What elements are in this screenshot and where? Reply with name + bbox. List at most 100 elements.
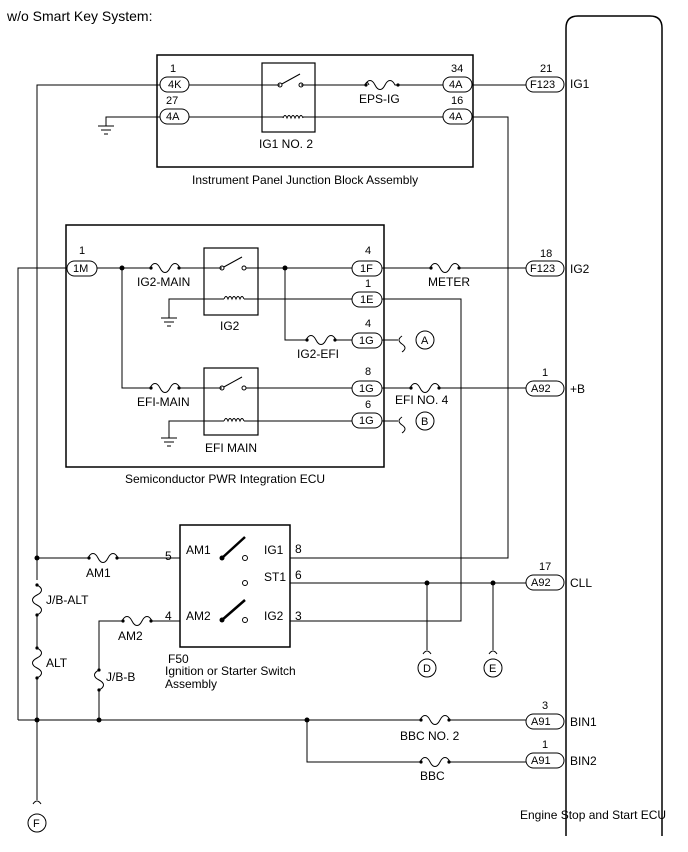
- bbc-label: BBC: [420, 769, 445, 783]
- jb-pin-16-num: 16: [451, 95, 463, 107]
- jb-pin-4a-27-code: 4A: [166, 111, 180, 123]
- conn-17-num: 17: [539, 561, 551, 573]
- alt-label: ALT: [46, 656, 68, 670]
- sw-name-2: Assembly: [165, 677, 217, 691]
- sw-ig2-label: IG2: [264, 609, 284, 623]
- ig2-main-fuse: [149, 263, 181, 273]
- ref-f-circle: [27, 813, 47, 833]
- pwr-pin-1f-code: 1F: [360, 263, 373, 275]
- diagram-title: w/o Smart Key System:: [6, 8, 152, 24]
- ig2-contact: [221, 256, 243, 269]
- pwr-pin-1e-code: 1E: [360, 294, 373, 306]
- ref-b-circle: [415, 411, 435, 431]
- ig2-switch-wire: [290, 298, 462, 622]
- pwr-ecu-label: Semiconductor PWR Integration ECU: [125, 472, 325, 486]
- sw-st1-label: ST1: [264, 570, 286, 584]
- alt-fuse: [32, 647, 42, 679]
- pwr-pin-1g8-num: 8: [365, 366, 371, 378]
- pwr-pin-1m-code: 1M: [73, 263, 88, 275]
- conn-1-num: 1: [542, 367, 548, 379]
- efi-ground-icon: [161, 437, 177, 447]
- ig1-no2-label: IG1 NO. 2: [259, 137, 313, 151]
- sw-pin-5: 5: [165, 549, 172, 563]
- conn-ig1-signal: IG1: [570, 77, 590, 91]
- jb-pin-4k-code: 4K: [168, 79, 182, 91]
- conn-bin2-signal: BIN2: [570, 754, 597, 768]
- am1-label: AM1: [86, 566, 111, 580]
- ecu-box: [565, 15, 663, 836]
- conn-a92b-code: A92: [531, 577, 551, 589]
- sw-am1-label: AM1: [186, 543, 211, 557]
- meter-fuse: [429, 263, 461, 273]
- jb-alt-fuse: [32, 584, 42, 616]
- am2-label: AM2: [118, 629, 143, 643]
- efi-main-contact: [221, 376, 243, 389]
- ig2-relay-label: IG2: [220, 319, 240, 333]
- jb-b-fuse: [94, 669, 104, 691]
- conn-3-num: 3: [542, 700, 548, 712]
- conn-f123-code: F123: [530, 79, 555, 91]
- pwr-pin-1f-num: 4: [365, 245, 371, 257]
- ig1-no2-contact: [279, 73, 301, 86]
- connector-a91-bin2: 1 A91 BIN2: [525, 739, 597, 769]
- pwr-ecu-box: [65, 224, 385, 468]
- sw-name-1: Ignition or Starter Switch: [165, 664, 296, 678]
- ref-f-label: F: [33, 818, 40, 830]
- ref-e-label: E: [489, 663, 496, 675]
- jb-alt-label: J/B-ALT: [46, 593, 89, 607]
- ref-b-label: B: [421, 416, 428, 428]
- left-bus-top: [36, 84, 160, 580]
- ref-e-circle: [483, 658, 503, 678]
- sw-am2-label: AM2: [186, 609, 211, 623]
- conn-cll-signal: CLL: [570, 576, 592, 590]
- jb-pin-34-num: 34: [451, 63, 463, 75]
- bbc-fuse: [419, 757, 451, 767]
- jb-pin-1-num: 1: [170, 63, 176, 75]
- ig1-no2-coil: [282, 115, 304, 120]
- connector-a92-b: 1 A92 +B: [525, 367, 585, 397]
- connector-a92-cll: 17 A92 CLL: [525, 561, 592, 591]
- ig2-relay: [203, 247, 259, 316]
- conn-f123b-code: F123: [530, 263, 555, 275]
- conn-21-num: 21: [540, 63, 552, 75]
- pwr-pin-1g8-code: 1G: [359, 383, 374, 395]
- sw-am2-contact: [221, 599, 246, 621]
- efi-main-fuse: [149, 383, 181, 393]
- bbc-no2-label: BBC NO. 2: [400, 729, 460, 743]
- sw-pin-8: 8: [295, 542, 302, 556]
- conn-a91b-code: A91: [531, 755, 551, 767]
- eps-ig-fuse: [364, 80, 399, 90]
- efi-main-relay: [203, 367, 259, 436]
- left-bus-outer: [17, 267, 67, 720]
- jb-ground-icon: [98, 125, 114, 135]
- ig2-efi-label: IG2-EFI: [297, 347, 339, 361]
- conn-a91-code: A91: [531, 716, 551, 728]
- pwr-pin-1m-num: 1: [79, 245, 85, 257]
- efi-no4-fuse: [409, 383, 441, 393]
- jb-pin-4a-16-code: 4A: [449, 111, 463, 123]
- ref-a-label: A: [421, 335, 429, 347]
- sw-am1-contact: [221, 536, 246, 559]
- pwr-pin-1g4-num: 4: [365, 318, 371, 330]
- efi-no4-label: EFI NO. 4: [395, 393, 449, 407]
- eps-ig-label: EPS-IG: [359, 92, 400, 106]
- bbc-no2-fuse: [419, 715, 451, 725]
- connector-f123-ig1: 21 F123 IG1: [525, 63, 590, 93]
- ig2-ground-icon: [161, 317, 177, 327]
- jb-pin-27-num: 27: [166, 95, 178, 107]
- sw-ig1-label: IG1: [264, 543, 284, 557]
- ig1-no2-relay: [261, 62, 316, 133]
- pwr-pin-1g4-code: 1G: [359, 335, 374, 347]
- conn-1b-num: 1: [542, 739, 548, 751]
- junction-block-label: Instrument Panel Junction Block Assembly: [192, 173, 418, 187]
- pwr-pin-1e-num: 1: [365, 278, 371, 290]
- am2-fuse: [121, 616, 153, 626]
- jb-ground-wire: [105, 116, 160, 126]
- ignition-switch-box: [179, 524, 291, 648]
- ref-d-circle: [417, 658, 437, 678]
- ig2-main-label: IG2-MAIN: [137, 275, 190, 289]
- ig1-return-wire: [290, 116, 509, 559]
- jb-pin-4a-34-code: 4A: [449, 79, 463, 91]
- sw-pin-3: 3: [295, 609, 302, 623]
- pwr-pin-1g6-code: 1G: [359, 415, 374, 427]
